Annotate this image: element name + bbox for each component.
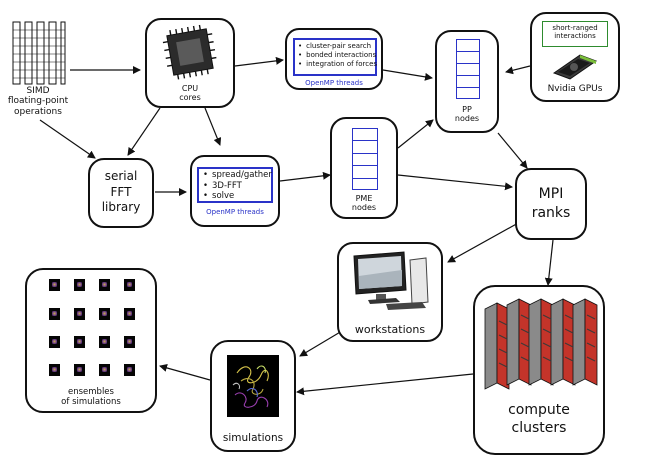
ensembles-node: ensembles of simulations bbox=[25, 268, 157, 413]
pme-openmp-label: OpenMP threads bbox=[206, 208, 264, 216]
server-rack-icon bbox=[484, 298, 598, 390]
workstations-label: workstations bbox=[354, 323, 426, 336]
simd-label-3: operations bbox=[14, 106, 62, 117]
pme-task-item: solve bbox=[203, 191, 267, 202]
gpu-label: Nvidia GPUs bbox=[547, 84, 603, 94]
pme-task-item: spread/gather bbox=[203, 170, 272, 181]
cpu-chip-icon bbox=[162, 24, 217, 80]
mpi-label-1: MPI bbox=[538, 186, 564, 202]
pme-nodes-node: PME nodes bbox=[330, 117, 398, 219]
gpu-node: short-ranged interactions Nvidia GPUs bbox=[530, 12, 620, 102]
pme-task-item: 3D-FFT bbox=[203, 181, 267, 192]
workstations-node: workstations bbox=[337, 242, 443, 342]
clusters-label-2: clusters bbox=[511, 420, 567, 437]
pme-tasks-list-box: spread/gather 3D-FFT solve bbox=[197, 167, 273, 203]
cpu-node: CPU cores bbox=[145, 18, 235, 108]
protein-structure-image bbox=[227, 355, 279, 417]
workstation-icon bbox=[353, 251, 429, 310]
ensembles-label-1: ensembles bbox=[68, 387, 114, 397]
pp-task-item: cluster-pair search bbox=[298, 42, 372, 51]
fft-label-2: FFT bbox=[110, 184, 132, 199]
simulations-node: simulations bbox=[210, 340, 296, 452]
cpu-label-1: CPU bbox=[181, 84, 199, 93]
simulations-label: simulations bbox=[222, 432, 284, 444]
pp-rank-stack bbox=[456, 39, 480, 99]
pme-tasks-node: spread/gather 3D-FFT solve OpenMP thread… bbox=[190, 155, 280, 227]
pp-label-2: nodes bbox=[454, 114, 480, 124]
gpu-box-line-1: short-ranged bbox=[552, 24, 598, 32]
simd-node: SIMD floating-point operations bbox=[2, 18, 74, 120]
gpu-task-box: short-ranged interactions bbox=[542, 21, 608, 47]
pp-task-item: bonded interactions bbox=[298, 51, 376, 60]
ensembles-label-2: of simulations bbox=[61, 396, 121, 407]
pp-nodes-node: PP nodes bbox=[435, 30, 499, 133]
pp-task-item: integration of forces bbox=[298, 60, 377, 69]
fft-library-node: serial FFT library bbox=[88, 158, 154, 228]
pme-rank-stack bbox=[352, 128, 378, 190]
pme-label-1: PME bbox=[355, 194, 373, 203]
pp-openmp-label: OpenMP threads bbox=[305, 79, 363, 87]
gpu-box-line-2: interactions bbox=[554, 32, 596, 41]
fft-label-1: serial bbox=[104, 169, 138, 183]
fft-label-3: library bbox=[101, 200, 141, 215]
compute-clusters-node: compute clusters bbox=[473, 285, 605, 455]
simd-label-1: SIMD bbox=[26, 86, 50, 96]
simd-label-2: floating-point bbox=[7, 96, 69, 107]
pp-tasks-node: cluster-pair search bonded interactions … bbox=[285, 28, 383, 90]
mpi-label-2: ranks bbox=[531, 204, 571, 221]
gpu-card-icon bbox=[552, 54, 598, 80]
pp-tasks-list-box: cluster-pair search bonded interactions … bbox=[293, 38, 377, 76]
pp-label-1: PP bbox=[462, 105, 472, 114]
mpi-ranks-node: MPI ranks bbox=[515, 168, 587, 240]
clusters-label-1: compute bbox=[508, 402, 570, 418]
cpu-label-2: cores bbox=[179, 93, 201, 103]
pme-label-2: nodes bbox=[351, 203, 377, 213]
simd-grid-icon bbox=[12, 21, 66, 85]
